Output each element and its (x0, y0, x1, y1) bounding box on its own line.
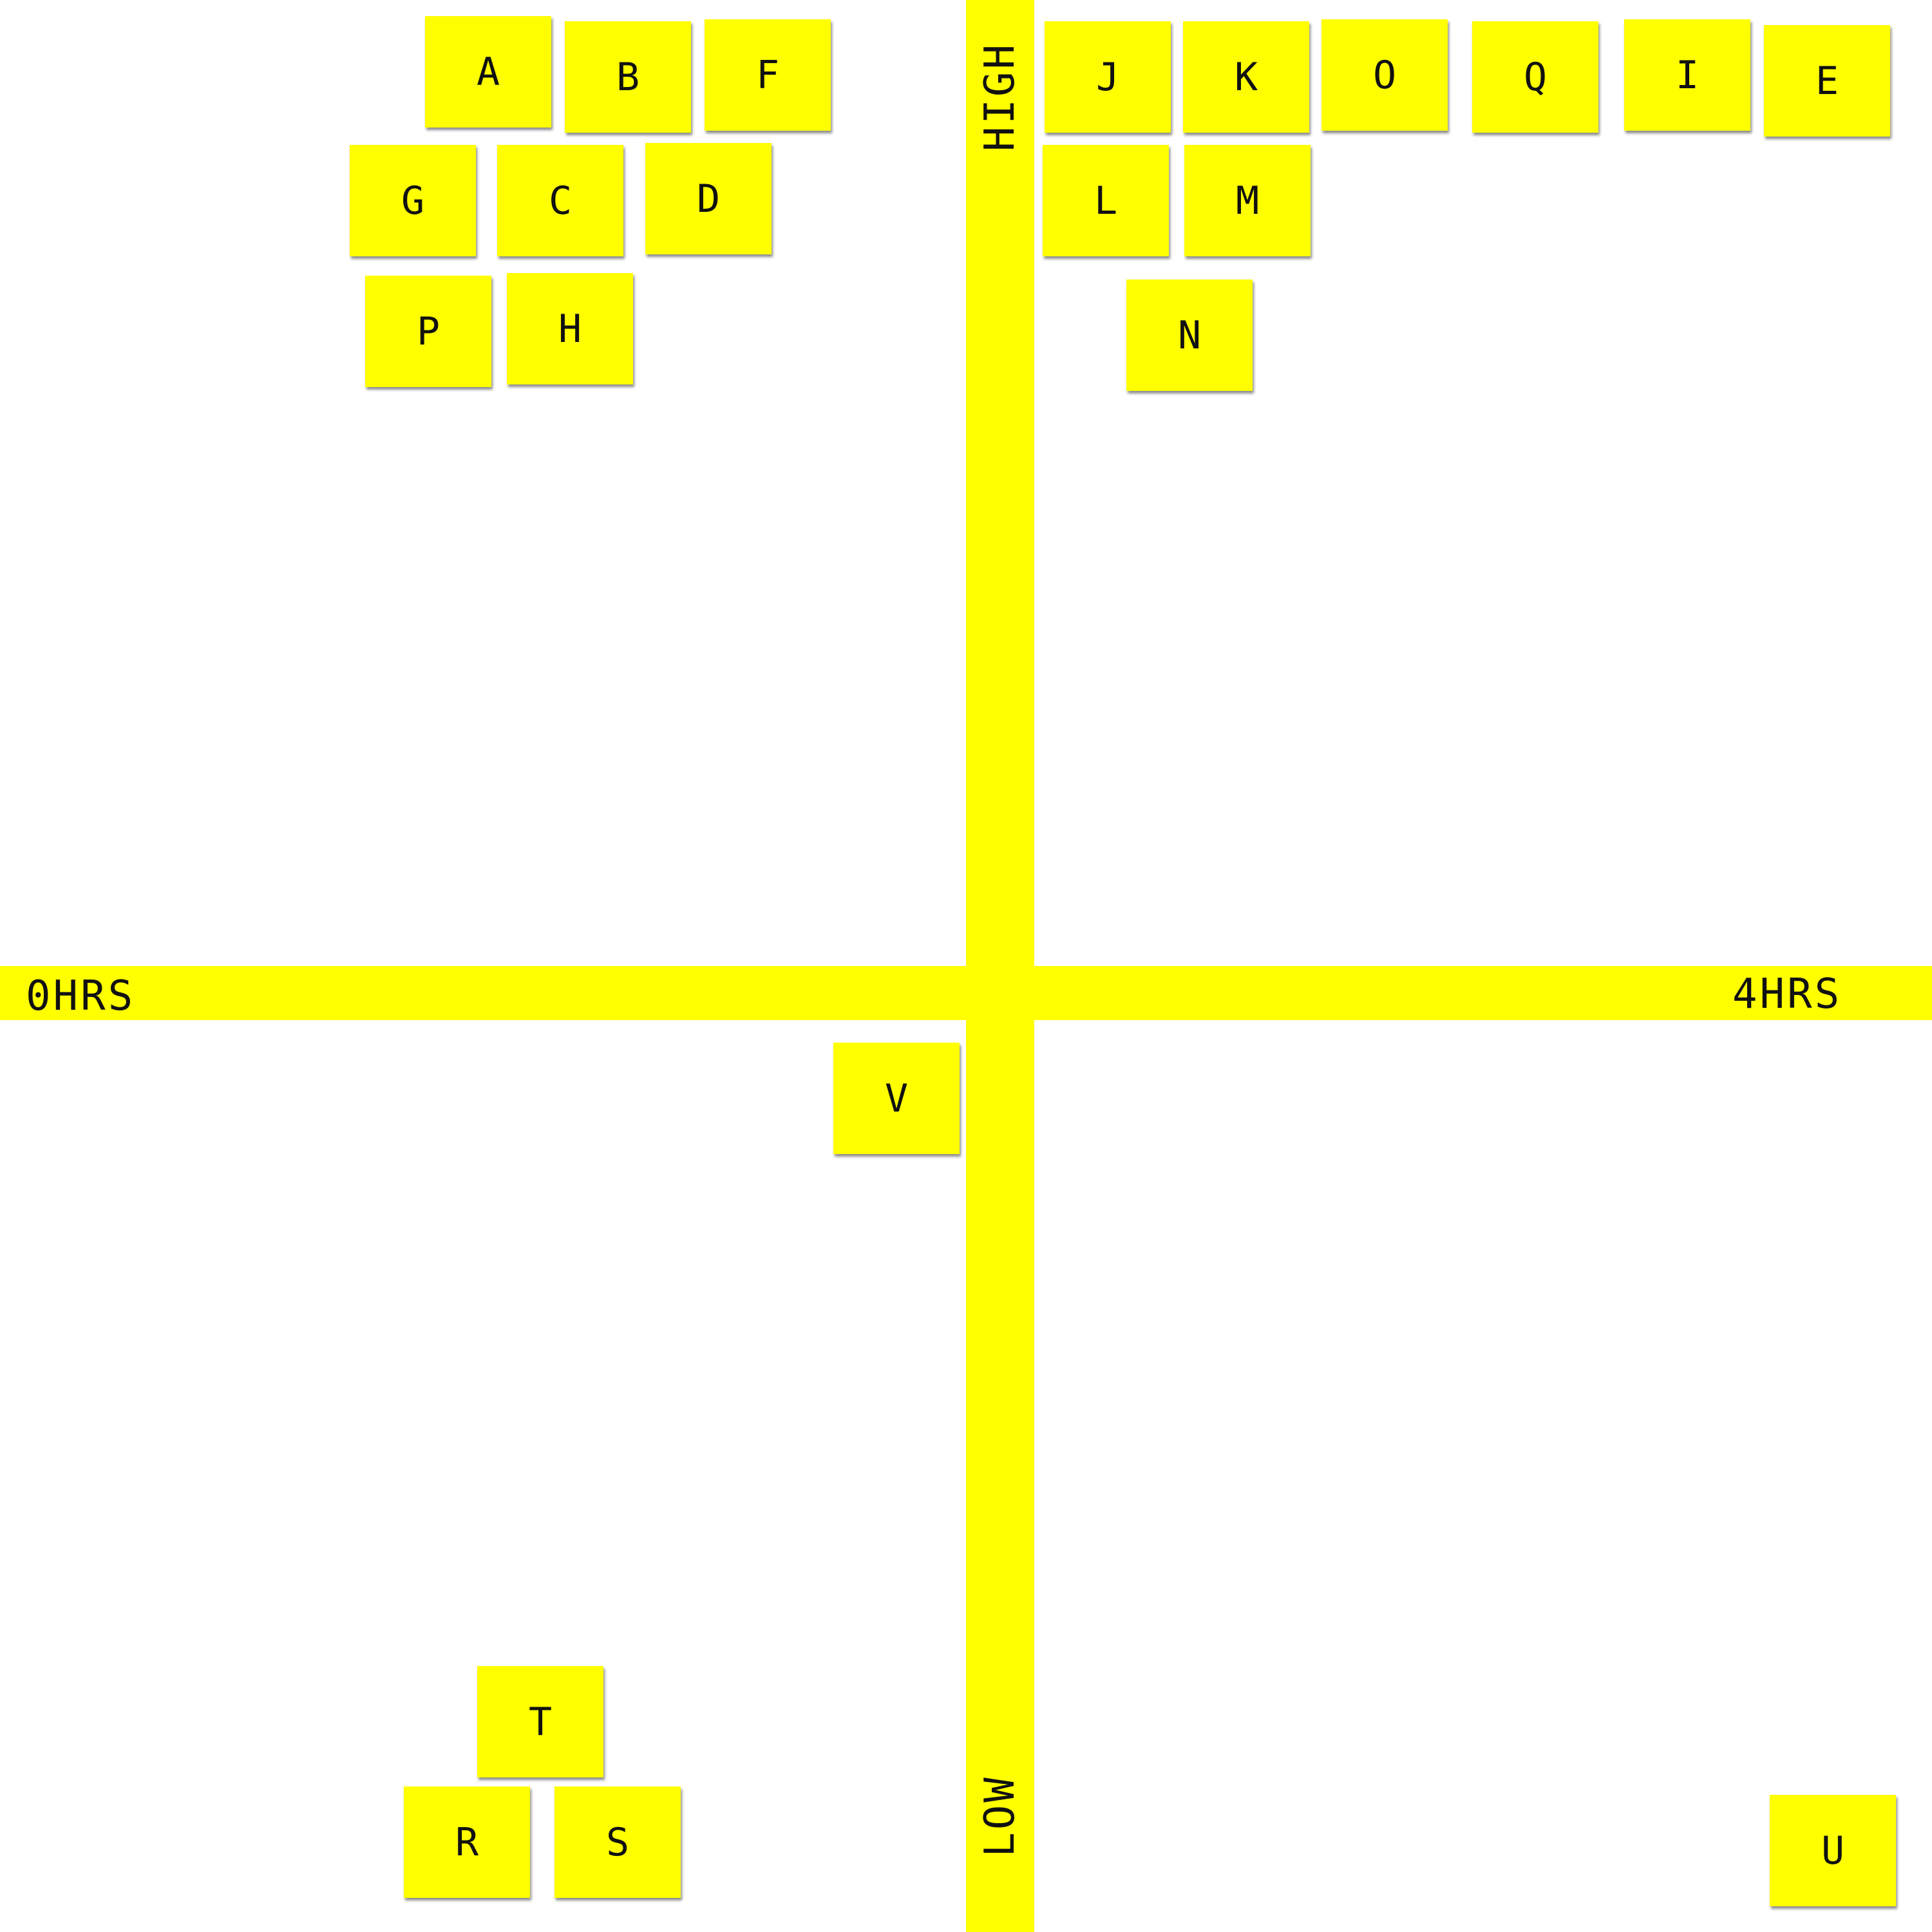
sticky-note-o[interactable]: O (1321, 19, 1448, 131)
sticky-note-r[interactable]: R (404, 1786, 530, 1898)
y-axis-bottom-label: LOW (976, 1775, 1024, 1857)
sticky-note-c[interactable]: C (497, 145, 623, 256)
sticky-note-l[interactable]: L (1043, 145, 1169, 256)
x-axis-left-label: 0HRS (26, 972, 136, 1020)
sticky-note-j[interactable]: J (1045, 21, 1171, 133)
sticky-note-v[interactable]: V (833, 1043, 960, 1154)
sticky-note-n[interactable]: N (1126, 279, 1253, 391)
sticky-note-d[interactable]: D (645, 143, 772, 254)
sticky-note-f[interactable]: F (705, 19, 831, 131)
sticky-note-p[interactable]: P (365, 276, 491, 387)
horizontal-axis (0, 966, 1932, 1020)
sticky-note-g[interactable]: G (350, 145, 476, 256)
sticky-note-h[interactable]: H (507, 273, 633, 384)
sticky-note-i[interactable]: I (1624, 19, 1750, 131)
y-axis-top-label: HIGH (976, 41, 1024, 152)
sticky-note-q[interactable]: Q (1472, 21, 1598, 133)
x-axis-right-label: 4HRS (1732, 971, 1842, 1018)
sticky-note-a[interactable]: A (425, 16, 551, 128)
sticky-note-k[interactable]: K (1183, 21, 1309, 133)
sticky-note-e[interactable]: E (1764, 25, 1890, 137)
sticky-note-b[interactable]: B (565, 21, 691, 133)
sticky-note-m[interactable]: M (1184, 145, 1311, 256)
sticky-note-t[interactable]: T (477, 1666, 603, 1777)
sticky-note-s[interactable]: S (554, 1786, 681, 1898)
sticky-note-u[interactable]: U (1770, 1795, 1896, 1906)
